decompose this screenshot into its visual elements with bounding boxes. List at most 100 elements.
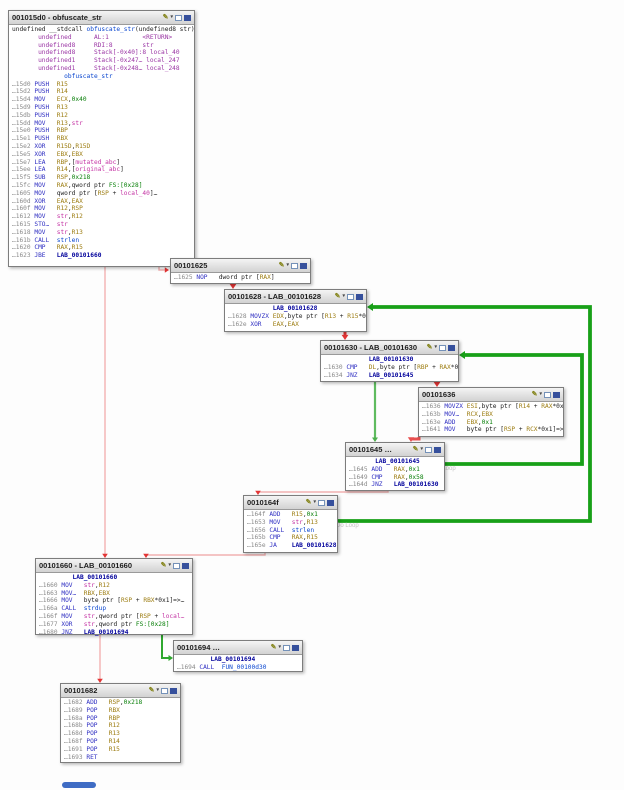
asm-line[interactable]: …15db PUSH R12: [12, 112, 192, 120]
window-icon[interactable]: [318, 499, 325, 506]
asm-line[interactable]: undefined8 RDI:8 str: [12, 42, 192, 50]
dropdown-caret-icon[interactable]: ▾: [434, 344, 437, 350]
asm-line[interactable]: …15d4 MOV ECX,0x40: [12, 96, 192, 104]
block-header[interactable]: 00101682✎▾: [61, 684, 180, 698]
navigate-icon[interactable]: [182, 562, 189, 569]
window-icon[interactable]: [347, 293, 354, 300]
asm-line[interactable]: LAB_00101645: [349, 458, 442, 466]
asm-line[interactable]: …15d9 PUSH R13: [12, 104, 192, 112]
dropdown-caret-icon[interactable]: ▾: [342, 293, 345, 299]
block-header[interactable]: 0010164f✎▾: [244, 496, 337, 510]
edit-pencil-icon[interactable]: ✎: [305, 499, 312, 506]
asm-line[interactable]: …15e2 XOR R15D,R15D: [12, 143, 192, 151]
edit-pencil-icon[interactable]: ✎: [334, 293, 341, 300]
asm-line[interactable]: …15e7 LEA RBP,[mutated_abc]: [12, 159, 192, 167]
dropdown-caret-icon[interactable]: ▾: [168, 562, 171, 568]
graph-block-00101645[interactable]: 00101645 …✎▾ LAB_00101645…1645 ADD RAX,0…: [345, 442, 445, 491]
asm-line[interactable]: …164d JNZ LAB_00101630: [349, 481, 442, 489]
asm-line[interactable]: …15ee LEA R14,[original_abc]: [12, 166, 192, 174]
asm-line[interactable]: …165e JA LAB_00101628: [247, 542, 336, 550]
asm-line[interactable]: …15e1 PUSH RBX: [12, 135, 192, 143]
asm-line[interactable]: …15d0 PUSH R15: [12, 81, 192, 89]
navigate-icon[interactable]: [434, 446, 441, 453]
graph-block-00101628[interactable]: 00101628 - LAB_00101628✎▾ LAB_00101628…1…: [224, 289, 367, 332]
asm-line[interactable]: …1636 MOVZX ESI,byte ptr [R14 + RAX*0x…: [422, 403, 563, 411]
asm-line[interactable]: …168b POP R12: [64, 722, 178, 730]
window-icon[interactable]: [175, 14, 182, 21]
asm-line[interactable]: obfuscate_str: [12, 73, 192, 81]
asm-line[interactable]: …1615 STO… str: [12, 221, 192, 229]
window-icon[interactable]: [439, 344, 446, 351]
block-header[interactable]: 00101660 - LAB_00101660✎▾: [36, 559, 192, 573]
edit-pencil-icon[interactable]: ✎: [531, 391, 538, 398]
edit-pencil-icon[interactable]: ✎: [160, 562, 167, 569]
asm-line[interactable]: …1641 MOV byte ptr [RSP + RCX*0x1]=>…: [422, 426, 563, 434]
asm-line[interactable]: …1628 MOVZX EDX,byte ptr [R13 + R15*0x…: [228, 313, 366, 321]
dropdown-caret-icon[interactable]: ▾: [170, 14, 173, 20]
navigate-icon[interactable]: [170, 687, 177, 694]
asm-line[interactable]: …162e XOR EAX,EAX: [228, 321, 364, 329]
graph-block-00101625[interactable]: 00101625✎▾…1625 NOP dword ptr [RAX]: [170, 258, 311, 284]
navigate-icon[interactable]: [184, 14, 191, 21]
asm-line[interactable]: …166a CALL strdup: [39, 605, 190, 613]
edit-pencil-icon[interactable]: ✎: [270, 644, 277, 651]
asm-line[interactable]: LAB_00101660: [39, 574, 190, 582]
block-header[interactable]: 001015d0 - obfuscate_str✎▾: [9, 11, 194, 25]
dropdown-caret-icon[interactable]: ▾: [539, 391, 542, 397]
asm-line[interactable]: …1612 MOV str,R12: [12, 213, 192, 221]
asm-line[interactable]: …1682 ADD RSP,0x218: [64, 699, 178, 707]
navigate-icon[interactable]: [553, 391, 560, 398]
block-header[interactable]: 00101630 - LAB_00101630✎▾: [321, 341, 458, 355]
asm-line[interactable]: …165b CMP RAX,R15: [247, 534, 335, 542]
asm-line[interactable]: …168d POP R13: [64, 730, 178, 738]
asm-line[interactable]: LAB_00101694: [177, 656, 300, 664]
navigate-icon[interactable]: [292, 644, 299, 651]
window-icon[interactable]: [425, 446, 432, 453]
asm-line[interactable]: …1649 CMP RAX,0x58: [349, 474, 442, 482]
asm-line[interactable]: undefined AL:1 <RETURN>: [12, 34, 192, 42]
window-icon[interactable]: [173, 562, 180, 569]
asm-line[interactable]: …15f5 SUB RSP,0x218: [12, 174, 192, 182]
asm-line[interactable]: …15e5 XOR EBX,EBX: [12, 151, 192, 159]
asm-line[interactable]: …1666 MOV byte ptr [RSP + RBX*0x1]=>…: [39, 597, 190, 605]
asm-line[interactable]: …1653 MOV str,R13: [247, 519, 335, 527]
asm-line[interactable]: …1620 CMP RAX,R15: [12, 244, 192, 252]
asm-line[interactable]: …1623 JBE LAB_00101660: [12, 252, 192, 260]
asm-line[interactable]: …15dd MOV R13,str: [12, 120, 192, 128]
navigate-icon[interactable]: [356, 293, 363, 300]
dropdown-caret-icon[interactable]: ▾: [420, 446, 423, 452]
asm-line[interactable]: …168f POP R14: [64, 738, 178, 746]
asm-line[interactable]: undefined8 Stack[-0x40]:8 local_40: [12, 49, 192, 57]
navigate-icon[interactable]: [327, 499, 334, 506]
asm-line[interactable]: …1660 MOV str,R12: [39, 582, 190, 590]
asm-line[interactable]: …1630 CMP DL,byte ptr [RBP + RAX*0x1]…: [324, 364, 458, 372]
graph-block-001015d0[interactable]: 001015d0 - obfuscate_str✎▾undefined __st…: [8, 10, 195, 267]
asm-line[interactable]: …1680 JNZ LAB_00101694: [39, 629, 190, 637]
window-icon[interactable]: [283, 644, 290, 651]
window-icon[interactable]: [544, 391, 551, 398]
window-icon[interactable]: [291, 262, 298, 269]
dropdown-caret-icon[interactable]: ▾: [156, 687, 159, 693]
asm-line[interactable]: …163b MOV… RCX,EBX: [422, 411, 561, 419]
asm-line[interactable]: …1605 MOV qword ptr [RSP + local_40]…: [12, 190, 192, 198]
graph-block-00101694[interactable]: 00101694 …✎▾ LAB_00101694…1694 CALL FUN_…: [173, 640, 303, 672]
graph-block-00101636[interactable]: 00101636✎▾…1636 MOVZX ESI,byte ptr [R14 …: [418, 387, 564, 437]
graph-block-00101682[interactable]: 00101682✎▾…1682 ADD RSP,0x218…1689 POP R…: [60, 683, 181, 763]
asm-line[interactable]: undefined1 Stack[-0x248… local_248: [12, 65, 192, 73]
asm-line[interactable]: …163e ADD EBX,0x1: [422, 419, 561, 427]
window-icon[interactable]: [161, 687, 168, 694]
edit-pencil-icon[interactable]: ✎: [278, 262, 285, 269]
edit-pencil-icon[interactable]: ✎: [426, 344, 433, 351]
edit-pencil-icon[interactable]: ✎: [162, 14, 169, 21]
asm-line[interactable]: …1663 MOV… RBX,EBX: [39, 590, 190, 598]
asm-line[interactable]: …168a POP RBP: [64, 715, 178, 723]
asm-line[interactable]: undefined1 Stack[-0x247… local_247: [12, 57, 192, 65]
asm-line[interactable]: LAB_00101628: [228, 305, 364, 313]
graph-block-0010164f[interactable]: 0010164f✎▾…164f ADD R15,0x1…1653 MOV str…: [243, 495, 338, 553]
block-header[interactable]: 00101694 …✎▾: [174, 641, 302, 655]
asm-line[interactable]: …1691 POP R15: [64, 746, 178, 754]
asm-line[interactable]: …1689 POP RBX: [64, 707, 178, 715]
asm-line[interactable]: …1618 MOV str,R13: [12, 229, 192, 237]
dropdown-caret-icon[interactable]: ▾: [278, 644, 281, 650]
block-header[interactable]: 00101628 - LAB_00101628✎▾: [225, 290, 366, 304]
